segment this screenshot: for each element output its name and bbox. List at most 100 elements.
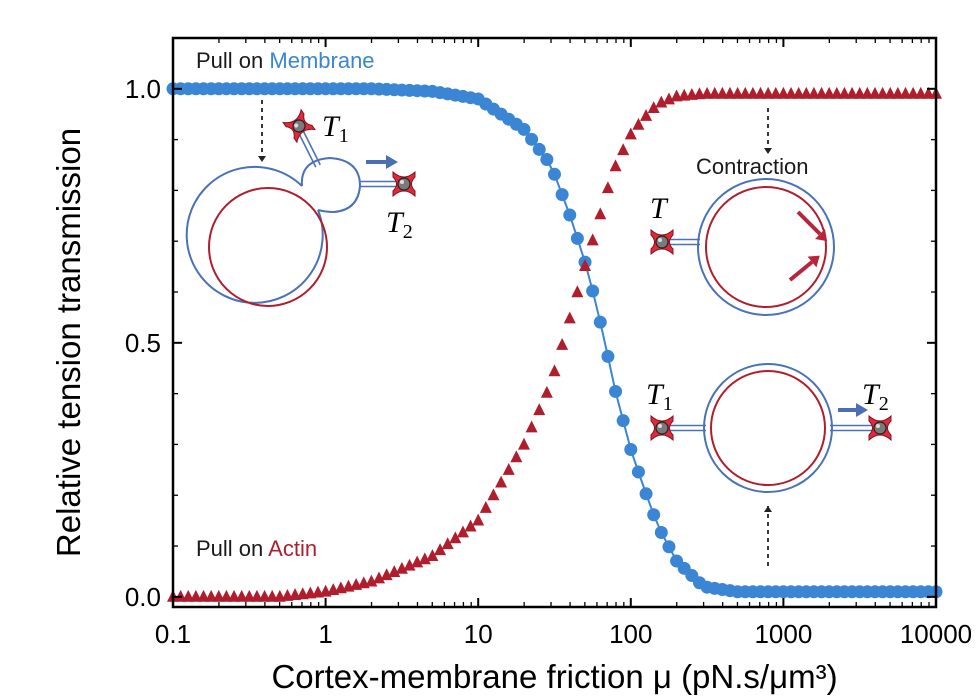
dotted-arrow-membrane — [258, 100, 266, 162]
data-point — [243, 589, 256, 602]
cell-cortex — [208, 187, 328, 307]
tether-t2-right — [830, 424, 878, 432]
data-point — [532, 142, 546, 156]
x-tick-label: 1 — [318, 619, 332, 649]
data-point — [174, 589, 187, 602]
data-point — [464, 519, 477, 532]
arrow-head — [258, 156, 266, 162]
bead-highlight — [876, 424, 880, 428]
data-point — [563, 311, 576, 324]
math-subscript: 1 — [663, 393, 673, 415]
data-point — [868, 86, 881, 99]
data-point — [540, 153, 554, 167]
label-membrane-word: Membrane — [269, 48, 374, 73]
data-point — [373, 571, 386, 584]
bead-highlight — [658, 424, 662, 428]
data-point — [708, 86, 721, 99]
data-point — [495, 475, 508, 488]
data-point — [388, 565, 401, 577]
cell-diagram-membrane-pull — [185, 156, 362, 307]
label-contraction: Contraction — [696, 154, 809, 179]
data-point — [617, 143, 630, 156]
data-point — [235, 589, 248, 602]
data-point — [487, 488, 500, 501]
data-point — [609, 159, 622, 172]
data-point — [212, 589, 225, 602]
tweezer-t1-right — [650, 414, 674, 442]
data-point — [593, 315, 607, 329]
dotted-arrow-actin — [764, 506, 772, 566]
cell-diagram-contraction — [697, 178, 835, 316]
data-point — [525, 132, 539, 146]
arrow-icon — [856, 403, 868, 417]
data-point — [815, 86, 828, 99]
label-actin-word: Actin — [268, 536, 317, 561]
label-T1-right: T1 — [646, 378, 673, 415]
data-point — [846, 86, 859, 99]
tether-line — [297, 130, 317, 168]
data-point — [510, 450, 523, 463]
data-point — [228, 589, 241, 602]
data-point — [365, 574, 378, 587]
cell-diagram-actin-pull — [703, 363, 833, 493]
label-pull-on-actin: Pull on Actin — [196, 536, 317, 561]
bead-highlight — [400, 180, 404, 184]
math-T: T — [650, 192, 669, 225]
data-point — [555, 188, 569, 202]
data-point — [456, 525, 469, 538]
data-point — [517, 437, 530, 450]
pull-arrow-t2 — [366, 155, 398, 169]
data-point — [502, 463, 515, 475]
data-point — [548, 364, 561, 377]
cell-cortex — [710, 370, 826, 486]
label-T-contraction: T — [650, 192, 669, 225]
data-point — [739, 86, 752, 99]
data-point — [525, 420, 538, 433]
label-pull-prefix: Pull on — [196, 536, 268, 561]
data-point — [441, 537, 454, 550]
data-point — [479, 500, 492, 513]
arrow-icon — [815, 229, 828, 242]
data-point — [655, 95, 668, 108]
data-point — [624, 127, 637, 140]
bead-highlight — [658, 238, 662, 242]
data-point — [716, 86, 729, 99]
y-tick-label: 0.0 — [125, 582, 161, 612]
math-subscript: 1 — [339, 125, 349, 147]
data-point — [861, 86, 874, 99]
y-tick-label: 1.0 — [125, 74, 161, 104]
y-axis-title: Relative tension transmission — [50, 128, 87, 557]
data-point — [899, 86, 912, 99]
data-point — [777, 86, 790, 99]
data-point — [762, 86, 775, 99]
tweezer-contraction — [650, 228, 674, 256]
tether-t1 — [297, 128, 321, 168]
data-point — [258, 589, 271, 602]
x-tick-label: 10000 — [900, 619, 972, 649]
arrow-head — [764, 506, 772, 512]
data-point — [182, 589, 195, 602]
data-point — [907, 86, 920, 99]
series-line-membrane — [173, 87, 936, 593]
pull-arrow-t2-right — [838, 403, 868, 417]
data-point — [380, 568, 393, 581]
data-point — [601, 349, 615, 363]
data-point — [640, 109, 653, 121]
data-point — [785, 86, 798, 99]
data-point — [922, 86, 935, 99]
x-tick-label: 10 — [464, 619, 493, 649]
data-point — [631, 465, 645, 479]
data-point — [418, 552, 431, 565]
data-point — [701, 86, 714, 99]
data-point — [632, 117, 645, 130]
data-point — [395, 561, 408, 574]
bead-icon — [292, 119, 306, 133]
plot-frame — [171, 36, 938, 609]
cell-membrane — [697, 178, 835, 316]
data-point — [639, 487, 653, 501]
data-point — [723, 86, 736, 99]
math-T: T — [646, 378, 665, 411]
data-point — [403, 558, 416, 571]
